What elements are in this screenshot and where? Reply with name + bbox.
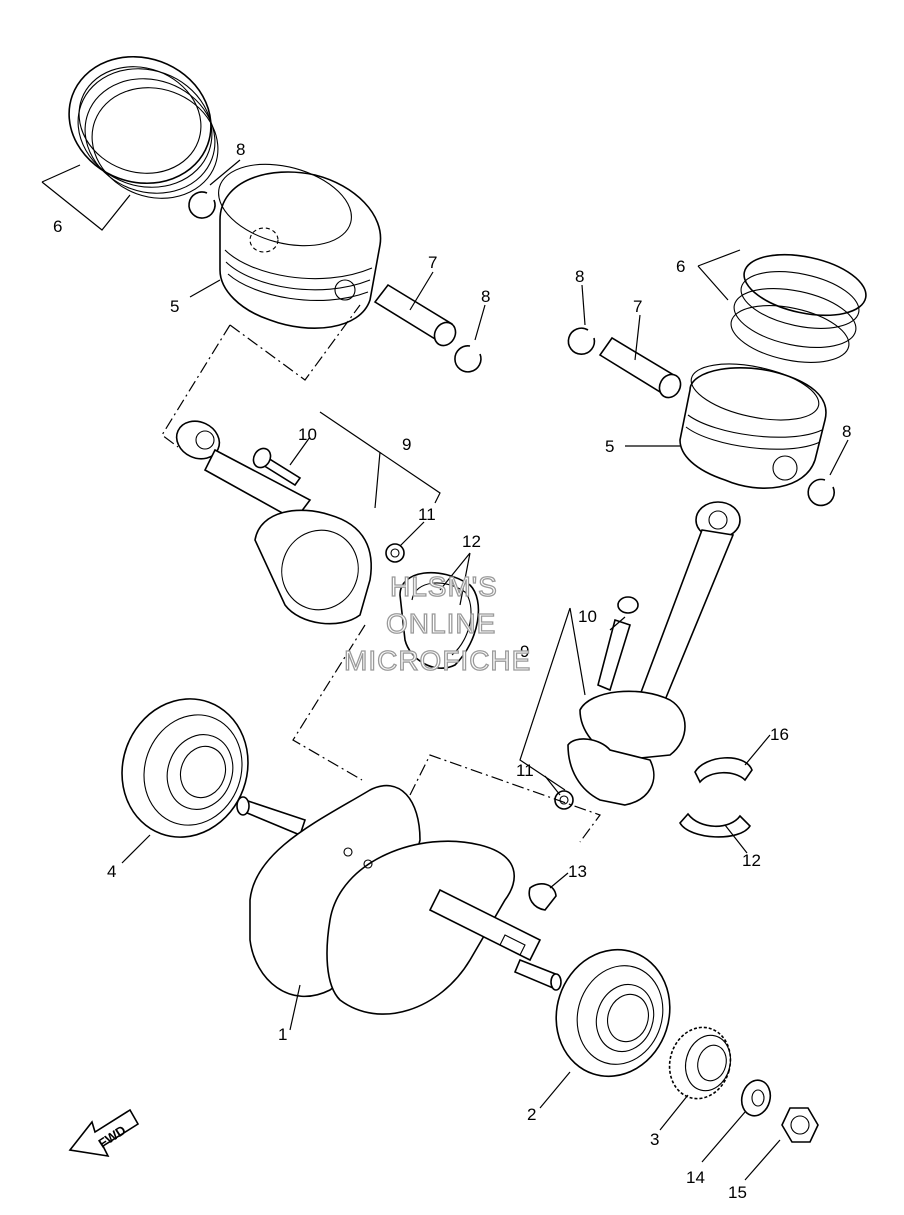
circlip-right-b [807,478,835,507]
crankshaft [236,784,562,1015]
circlip-left-a [188,191,216,219]
callout-10-right: 10 [578,607,597,626]
circlip-left-b [454,345,482,373]
callout-15: 15 [728,1183,747,1202]
callout-11-left: 11 [418,505,436,524]
watermark-line-3: MICROFICHE [344,645,531,676]
conrod-nut-left [385,543,405,563]
piston-left [218,163,382,329]
callout-9-left: 9 [402,435,411,454]
washer [740,1079,772,1117]
callout-14: 14 [686,1168,705,1187]
watermark: HLSM'S ONLINE MICROFICHE [343,570,531,676]
callout-1: 1 [278,1025,287,1044]
connecting-rod-right [567,501,741,806]
callout-2: 2 [527,1105,536,1124]
callout-8-c: 8 [575,267,584,286]
conrod-nut-right [554,790,574,810]
callout-3: 3 [650,1130,659,1149]
circlip-right-a [567,327,596,355]
callout-4: 4 [107,862,116,881]
assembly-lines [161,304,601,843]
piston-pin-left [373,283,457,347]
watermark-line-1: HLSM'S [390,571,498,602]
crank-nut [781,1107,819,1143]
callout-9-right: 9 [520,642,529,661]
callout-6-right: 6 [676,257,685,276]
leader-lines [41,159,849,1181]
callout-5-left: 5 [170,297,179,316]
main-bearing-right [555,948,671,1078]
bearing-shell-right-upper [694,757,753,784]
piston-ring-set-right [730,253,867,363]
piston-ring-set-left [68,55,219,199]
watermark-line-2: ONLINE [386,608,496,639]
callout-8-d: 8 [842,422,851,441]
callout-12-right: 12 [742,851,761,870]
callout-7-left: 7 [428,253,437,272]
bearing-shell-left [399,571,480,669]
callout-10-left: 10 [298,425,317,444]
piston-pin-right [598,336,682,399]
callout-5-right: 5 [605,437,614,456]
connecting-rod-left [175,420,372,625]
callout-7-right: 7 [633,297,642,316]
callout-12-left: 12 [462,532,481,551]
callout-8-b: 8 [481,287,490,306]
callout-16: 16 [770,725,789,744]
callout-11-right: 11 [516,761,534,780]
woodruff-key [528,883,557,911]
callout-labels: 1 2 3 4 5 5 6 6 7 7 8 8 8 8 9 9 10 10 11… [53,140,851,1202]
conrod-bolt-left [252,447,302,487]
callout-6-left: 6 [53,217,62,236]
callout-8-a: 8 [236,140,245,159]
conrod-bolt-right [597,596,639,692]
bearing-shell-right-lower [679,812,752,838]
piston-right [679,363,827,489]
callout-13: 13 [568,862,587,881]
forward-arrow-icon: FWD [68,1108,140,1158]
main-bearing-left [121,698,249,838]
crank-gear [668,1026,732,1100]
